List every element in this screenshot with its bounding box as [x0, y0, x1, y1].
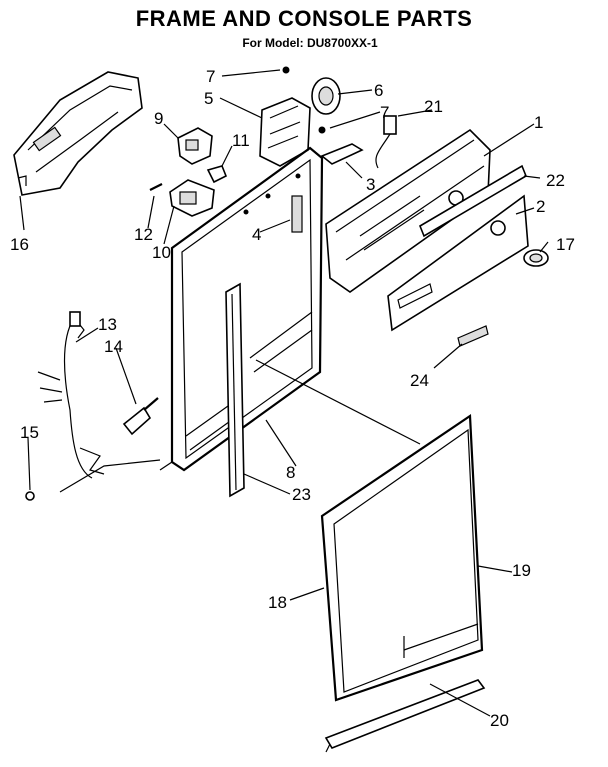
part-11-clip	[206, 165, 228, 184]
callout-16: 16	[10, 235, 29, 254]
part-2-control-panel	[387, 194, 529, 332]
callout-23: 23	[292, 485, 311, 504]
part-9-switch	[177, 127, 213, 165]
callout-7-top: 7	[206, 67, 215, 86]
callout-17: 17	[556, 235, 575, 254]
part-20-bottom-trim	[324, 679, 486, 753]
callout-18: 18	[268, 593, 287, 612]
part-23-trim-strip	[225, 282, 245, 498]
part-5-latch-bracket	[259, 66, 326, 167]
callout-14: 14	[104, 337, 123, 356]
callout-15: 15	[20, 423, 39, 442]
callout-24: 24	[410, 371, 429, 390]
callout-labels: 1 2 3 4 5 6 7 7 8 9 10 11 12 13 14 15 16…	[10, 67, 575, 730]
callout-9: 9	[154, 109, 163, 128]
diagram-title: FRAME AND CONSOLE PARTS	[135, 6, 473, 31]
callout-7-right: 7	[380, 103, 389, 122]
part-4-door-frame	[159, 146, 324, 472]
part-24-plate	[457, 325, 489, 347]
part-14-sensor	[122, 397, 159, 436]
callout-12: 12	[134, 225, 153, 244]
leader-lines	[19, 69, 549, 717]
part-13-wire-harness	[37, 311, 161, 493]
part-10-housing	[169, 179, 215, 217]
part-8-door-liner-edge	[255, 359, 421, 445]
callout-2: 2	[536, 197, 545, 216]
callout-5: 5	[204, 89, 213, 108]
callout-21: 21	[424, 97, 443, 116]
callout-4: 4	[252, 225, 261, 244]
part-16-rear-bracket	[13, 71, 143, 196]
callout-6: 6	[374, 81, 383, 100]
callout-22: 22	[546, 171, 565, 190]
part-12-pin	[149, 183, 163, 191]
part-19-door-panel	[320, 413, 484, 702]
callout-11: 11	[232, 131, 250, 150]
callout-3: 3	[366, 175, 375, 194]
part-21-connector	[375, 115, 397, 169]
callout-8: 8	[286, 463, 295, 482]
callout-1: 1	[534, 113, 543, 132]
model-subtitle: For Model: DU8700XX-1	[242, 36, 378, 50]
part-3-plate	[320, 143, 364, 165]
callout-10: 10	[152, 243, 171, 262]
part-17-knob	[523, 249, 549, 267]
callout-19: 19	[512, 561, 531, 580]
callout-13: 13	[98, 315, 117, 334]
part-15-screw	[25, 491, 35, 501]
part-6-gear	[311, 77, 341, 115]
callout-20: 20	[490, 711, 509, 730]
